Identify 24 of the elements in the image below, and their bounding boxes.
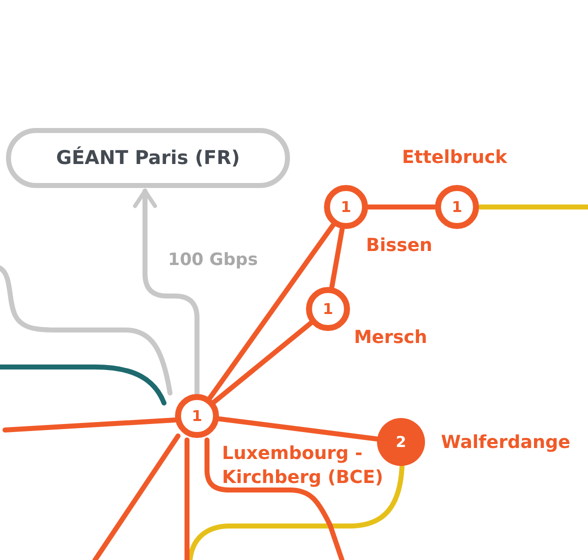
- station-name: Ettelbruck: [402, 146, 508, 170]
- station-circle: 1: [435, 185, 479, 229]
- connector-line: [329, 226, 345, 290]
- connector-line: [92, 434, 180, 560]
- station-circle: 1: [175, 394, 219, 438]
- connector-line: [204, 438, 344, 560]
- connector-line: [2, 418, 178, 432]
- station-circle: 1: [324, 185, 368, 229]
- station-circle: 2: [377, 418, 425, 466]
- connector-line: [478, 204, 588, 210]
- station-name: Bissen: [366, 234, 432, 258]
- connector-line: [366, 204, 438, 210]
- station-name: Walferdange: [441, 431, 570, 455]
- connector-line: [184, 438, 190, 560]
- connector-line: [207, 222, 336, 401]
- station-circle: 1: [306, 287, 350, 331]
- station-name: Mersch: [354, 326, 428, 350]
- destination-box: GÉANT Paris (FR): [6, 128, 290, 188]
- connector-line: [216, 416, 380, 442]
- connector-line: [0, 364, 166, 406]
- connector-line: [212, 320, 314, 405]
- connector-line: [188, 464, 404, 560]
- connector-line: [0, 266, 172, 396]
- arrow: [133, 188, 200, 396]
